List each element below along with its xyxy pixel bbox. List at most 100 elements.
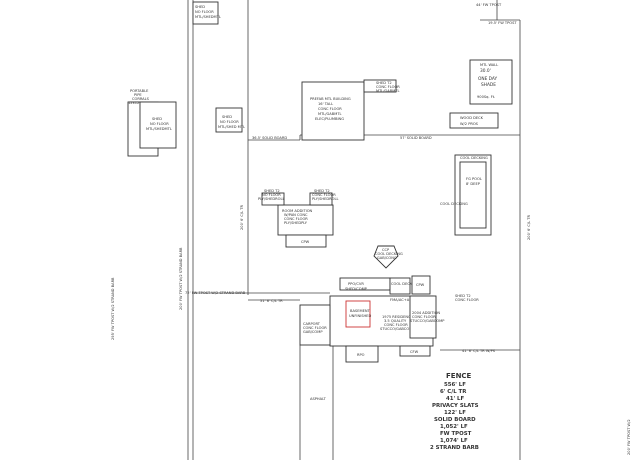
metal-building-line2: 16' TALL xyxy=(318,102,333,106)
house-line3: CONC FLOOR xyxy=(384,323,408,327)
fence-legend: FENCE 556' LF 6' C/L TR 41' LF PRIVACY S… xyxy=(430,372,479,451)
fence-label-295: 295' FW TPOST W/2 STRAND BARB xyxy=(111,277,115,340)
fence-label-solid-57: 57' SOLID BOARD xyxy=(400,136,432,140)
shed-left-line2: NO FLOOR xyxy=(150,122,169,126)
shed-comp-label: SHED/COMP xyxy=(345,287,368,291)
ccp-cool-decking: CCP COOL DECKING GAB/CONC xyxy=(373,245,403,269)
fence-label-44: 44' FW TPOST xyxy=(476,3,502,7)
cpw-label: CPW xyxy=(301,240,310,244)
shed-right-line2: CONC FLOOR xyxy=(455,298,479,302)
asphalt-label: ASPHALT xyxy=(310,397,327,401)
legend-item-3: PRIVACY SLATS xyxy=(432,403,479,409)
shed-t2-noflr-line2: NO FLOOR xyxy=(262,193,281,197)
shed-right-line1: SHED T2 xyxy=(455,294,471,298)
shed-t2-conc-line2: CONC FLOOR xyxy=(312,193,336,197)
shed-conc-line2: CONC FLOOR xyxy=(376,85,400,89)
legend-item-2: 41' LF xyxy=(446,396,464,402)
pod-cvr-label: PPO/CVR xyxy=(348,282,364,286)
pool-line2: 8' DEEP xyxy=(466,182,481,186)
shed-left-line3: MTL/SHEDMTL xyxy=(146,127,172,131)
portable-line2: PIPE xyxy=(134,93,142,97)
shed-nofloor-mtl-line2: NO FLOOR xyxy=(220,120,239,124)
shed-left-line1: SHED xyxy=(152,117,162,121)
shed-top-line3: MTL/SHEDMTL xyxy=(195,15,221,19)
mtl-wall-sqft: 900Sq. Ft. xyxy=(477,95,495,99)
shed-nofloor-mtl-line1: SHED xyxy=(222,115,232,119)
shed-conc-line1: SHED T2 xyxy=(376,81,392,85)
basement-line1: BASEMENT xyxy=(350,309,371,313)
wood-deck-box: WOOD DECK W/2 PROS xyxy=(449,112,499,129)
shed-top-line1: SHED xyxy=(195,5,205,9)
legend-item-4: 122' LF xyxy=(444,410,466,416)
garage-line1: CARPORT xyxy=(303,322,321,326)
fence-label-51: 51' 6' C/L TR xyxy=(260,299,283,303)
wood-deck-line1: WOOD DECK xyxy=(460,116,484,120)
legend-item-5: SOLID BOARD xyxy=(434,417,476,423)
metal-building: PREFAB MTL BUILDING 16' TALL CONC FLOOR … xyxy=(301,81,365,141)
ccp-line1: CCP xyxy=(382,248,390,252)
portable-line3: CORRALS xyxy=(132,97,150,101)
room-add-right-line2: CONC FLOOR xyxy=(412,315,436,319)
shed-nofloor-left: SHED NO FLOOR MTL/SHEDMTL xyxy=(139,101,177,149)
cpw-label2: CPW xyxy=(416,283,425,287)
fence-label-19: 19.5' FW TPOST xyxy=(488,21,517,25)
shed-top: SHED NO FLOOR MTL/SHEDMTL xyxy=(192,1,221,25)
house-line2: 3.5 QUALITY xyxy=(384,319,407,323)
house-main: PPO/CVR SHED/COMP COOL DECKING CPW BASEM… xyxy=(299,275,479,363)
garage-line2: CONC FLOOR xyxy=(303,326,327,330)
cool-deck-bottom: COOL DECKING xyxy=(391,282,419,286)
metal-building-line3: CONC FLOOR xyxy=(318,107,342,111)
fence-label-200-right: 200' 6' C/L TR xyxy=(527,215,531,240)
legend-item-7: FW TPOST xyxy=(440,431,472,437)
metal-building-line5: ELEC/PLUMBING xyxy=(315,117,344,121)
shed-top-line2: NO FLOOR xyxy=(195,10,214,14)
shed-conc-line3: MTL/GABMTL xyxy=(376,89,400,93)
fence-label-200-left: 200' 6' C/L TR xyxy=(240,205,244,230)
ccp-line3: GAB/CONC xyxy=(377,256,397,260)
legend-item-6: 1,052' LF xyxy=(440,424,468,430)
room-add-right-line1: 2004 ADDITION xyxy=(412,311,440,315)
shed-t2-conc-line1: SHED T2 xyxy=(314,189,330,193)
pool-area: COOL DECKING FG POOL 8' DEEP COOL DECKIN… xyxy=(440,154,492,236)
basement-outline xyxy=(345,300,371,328)
shed-nofloor-mtl: SHED NO FLOOR MTL/SHED MTL xyxy=(215,107,245,133)
room-add-line1: ROOM ADDITION xyxy=(282,209,313,213)
fence-label-200-left2: 200' FW TPOST W/2 STRAND BARB xyxy=(179,247,183,310)
portable-line1: PORTABLE xyxy=(130,89,149,93)
legend-item-9: 2 STRAND BARB xyxy=(430,445,479,451)
fence-label-solid-36: 36.5' SOLID BOARD xyxy=(252,136,287,140)
room-add-right-line3: STUCCO/GABCOMP xyxy=(410,319,445,323)
shed-t2-conc-line3: PLY/SHEDROLL xyxy=(312,197,338,201)
legend-item-0: 556' LF xyxy=(444,382,466,388)
portable-line4: 12x12x1 xyxy=(128,101,144,105)
shed-nofloor-mtl-line3: MTL/SHED MTL xyxy=(218,125,245,129)
fence-lines xyxy=(187,0,521,460)
cpw-box xyxy=(285,234,327,248)
shed-conc-floor: SHED T2 CONC FLOOR MTL/GABMTL xyxy=(363,79,400,93)
metal-building-line4: MTL/GABMTL xyxy=(318,112,342,116)
house-line4: STUCCO/GABCOMP xyxy=(380,327,415,331)
right-edge-label: 200' FW TPOST W/2 xyxy=(627,419,631,455)
mtl-wall-line4: SHADE xyxy=(481,82,496,88)
legend-item-1: 6' C/L TR xyxy=(440,389,467,395)
cfw-label: CFW xyxy=(410,350,419,354)
rpo-label: RPO xyxy=(357,353,365,357)
pool-deck-side: COOL DECKING xyxy=(440,202,468,206)
room-add-line2: W/PAN CONC xyxy=(284,213,308,217)
house-line1: 1975 RESIDENCE xyxy=(382,315,414,319)
basement-line2: UNFINISHED xyxy=(349,314,371,318)
pool-line1: FG POOL xyxy=(466,177,482,181)
mtl-wall-shade: MTL WALL 30.0' ONE DAY SHADE 900Sq. Ft. xyxy=(469,59,513,105)
legend-item-8: 1,074' LF xyxy=(440,438,468,444)
fma-label: FMA/AC+ASE xyxy=(390,298,414,302)
legend-title: FENCE xyxy=(446,372,472,380)
fence-label-72: 72' FW TPOST W/2 STRAND BARB xyxy=(185,291,246,295)
metal-building-line1: PREFAB MTL BUILDING xyxy=(310,97,351,101)
shed-t2-noflr-line3: PLY/SHEDROLL xyxy=(258,197,284,201)
mtl-wall-title: MTL WALL xyxy=(480,63,498,67)
shed-t2-noflr-line1: SHED T2 xyxy=(264,189,280,193)
mtl-wall-dim: 30.0' xyxy=(480,68,491,74)
room-add-line3: CONC FLOOR xyxy=(284,217,308,221)
fence-label-41: 41' 6' C/L TR W/PS xyxy=(462,349,496,353)
